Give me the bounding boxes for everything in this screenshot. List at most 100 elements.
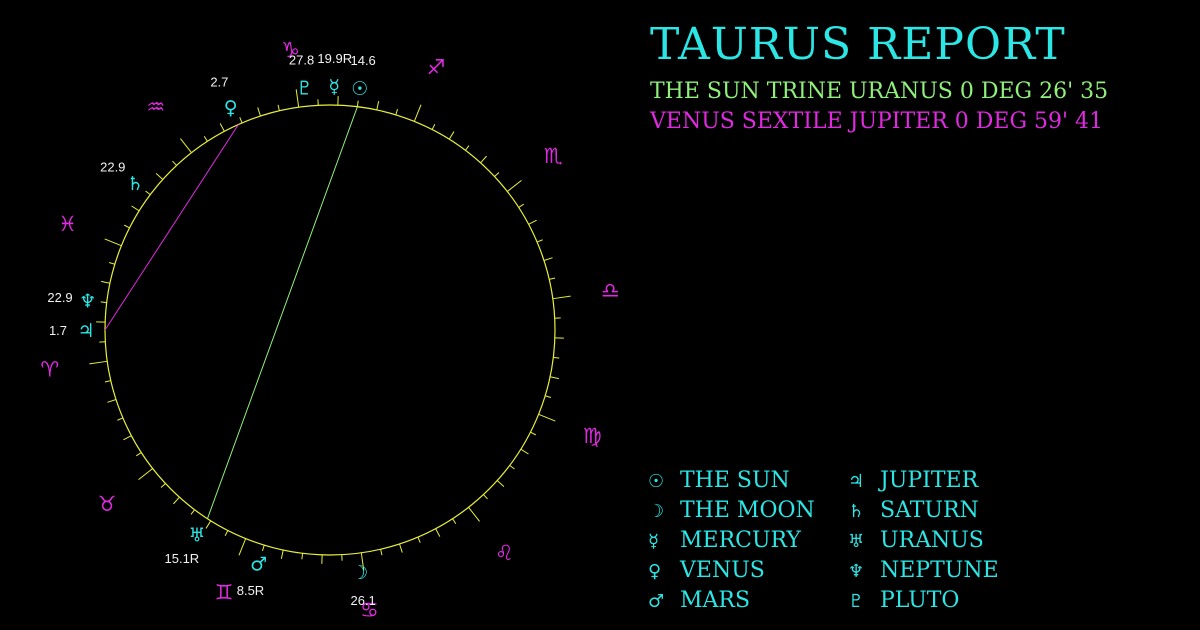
cancer-sign-icon: ♋	[360, 598, 379, 622]
mercury-degree-label: 19.9R	[317, 51, 352, 66]
saturn-icon: ♄	[127, 173, 144, 195]
degree-tick	[100, 301, 107, 304]
report-title: TAURUS REPORT	[650, 19, 1066, 70]
degree-tick	[203, 135, 208, 142]
legend-label: PLUTO	[880, 588, 960, 613]
neptune-degree-label: 22.9	[47, 290, 72, 305]
degree-tick	[480, 155, 487, 164]
legend-label: MERCURY	[680, 528, 801, 553]
degree-tick	[190, 509, 195, 515]
degree-tick	[543, 257, 553, 261]
degree-tick	[448, 131, 455, 140]
degree-tick	[518, 203, 525, 208]
mars-icon: ♂	[250, 553, 267, 575]
degree-tick	[380, 549, 383, 556]
legend-label: VENUS	[680, 558, 765, 583]
sign-cusp-tick	[468, 506, 480, 522]
legend-label: JUPITER	[880, 468, 979, 493]
degree-tick	[123, 435, 132, 441]
uranus-degree-label: 15.1R	[165, 551, 200, 566]
sign-cusp-tick	[360, 552, 365, 571]
degree-tick	[280, 549, 284, 559]
sagittarius-sign-icon: ♐	[427, 56, 446, 80]
legend-glyph-icon: ☉	[648, 471, 665, 492]
degree-tick	[530, 431, 537, 436]
degree-tick	[173, 496, 180, 505]
degree-tick	[356, 100, 359, 107]
moon-degree-label: 26.1	[350, 593, 375, 608]
mars-degree-label: 8.5R	[237, 583, 264, 598]
legend-glyph-icon: ♃	[848, 471, 865, 492]
degree-tick	[545, 395, 552, 399]
degree-tick	[435, 528, 441, 537]
degree-tick	[219, 123, 225, 132]
sign-cusp-tick	[552, 295, 571, 300]
pisces-sign-icon: ♓	[58, 212, 77, 236]
venus-degree-label: 2.7	[210, 75, 228, 90]
legend-glyph-icon: ☽	[648, 501, 665, 522]
degree-tick	[483, 494, 488, 500]
degree-tick	[277, 104, 280, 111]
degree-tick	[301, 553, 304, 560]
degree-tick	[108, 261, 115, 265]
sign-glyphs: ♑♐♏♎♍♌♋♊♉♈♓♒	[40, 38, 619, 622]
degree-tick	[536, 239, 543, 243]
sign-cusp-tick	[238, 538, 247, 556]
aspect-venus-sextile-jupiter: VENUS SEXTILE JUPITER 0 DEG 59' 41	[650, 109, 1104, 134]
pluto-degree-label: 27.8	[289, 52, 314, 67]
degree-tick	[399, 543, 403, 553]
legend-item: ♄SATURN	[848, 496, 979, 526]
degree-tick	[101, 280, 111, 284]
pluto-icon: ♇	[296, 77, 313, 99]
degree-tick	[509, 465, 515, 470]
degree-tick	[261, 545, 265, 552]
degree-tick	[155, 173, 164, 180]
neptune-icon: ♆	[79, 290, 96, 312]
degree-tick	[257, 107, 261, 117]
legend-glyph-icon: ☿	[648, 531, 660, 552]
aspect-sun-trine-uranus: THE SUN TRINE URANUS 0 DEG 26' 35	[650, 79, 1109, 104]
legend-glyph-icon: ♇	[848, 591, 865, 612]
legend-item: ♀ VENUS	[648, 556, 765, 586]
legend-item: ☽ THE MOON	[648, 496, 815, 526]
legend-label: MARS	[680, 588, 751, 613]
degree-tick	[145, 190, 151, 195]
saturn-degree-label: 22.9	[100, 159, 125, 174]
gemini-sign-icon: ♊	[215, 580, 234, 604]
planet-legend: ☉ THE SUN ☽ THE MOON ☿ MERCURY ♀ VENUS ♂MARS ♃ JUP…	[648, 466, 1008, 616]
degree-tick	[224, 530, 229, 537]
degree-tick	[160, 483, 166, 488]
degree-tick	[417, 536, 421, 543]
virgo-sign-icon: ♍	[583, 424, 602, 448]
capricorn-sign-icon: ♑	[281, 38, 300, 62]
sign-cusp-tick	[506, 180, 522, 192]
sign-cusp-tick	[138, 468, 154, 480]
legend-item: ☉ THE SUN	[648, 466, 790, 496]
leo-sign-icon: ♌	[495, 541, 514, 565]
taurus-sign-icon: ♉	[98, 492, 117, 516]
degree-tick	[496, 480, 505, 487]
degree-tick	[172, 160, 177, 166]
degree-tick	[107, 399, 117, 403]
legend-item: ♃ JUPITER	[848, 466, 978, 496]
degree-tick	[431, 123, 436, 130]
sign-cusp-tick	[104, 238, 122, 247]
degree-tick	[549, 376, 559, 380]
degree-tick	[520, 448, 529, 455]
legend-label: NEPTUNE	[880, 558, 999, 583]
sun-icon: ☉	[351, 78, 368, 100]
degree-tick	[452, 518, 457, 525]
legend-item: ♂MARS	[648, 586, 750, 616]
legend-glyph-icon: ♀	[648, 561, 662, 582]
degree-tick	[549, 277, 556, 280]
legend-glyph-icon: ♅	[848, 531, 865, 552]
degree-tick	[395, 108, 399, 115]
degree-tick	[528, 219, 537, 225]
legend-label: THE MOON	[680, 498, 815, 523]
legend-item: ☿ MERCURY	[648, 526, 801, 556]
sign-cusp-tick	[295, 89, 300, 108]
legend-glyph-icon: ♆	[848, 561, 865, 582]
jupiter-icon: ♃	[77, 320, 94, 342]
legend-label: THE SUN	[680, 468, 790, 493]
sun-degree-label: 14.6	[350, 53, 375, 68]
